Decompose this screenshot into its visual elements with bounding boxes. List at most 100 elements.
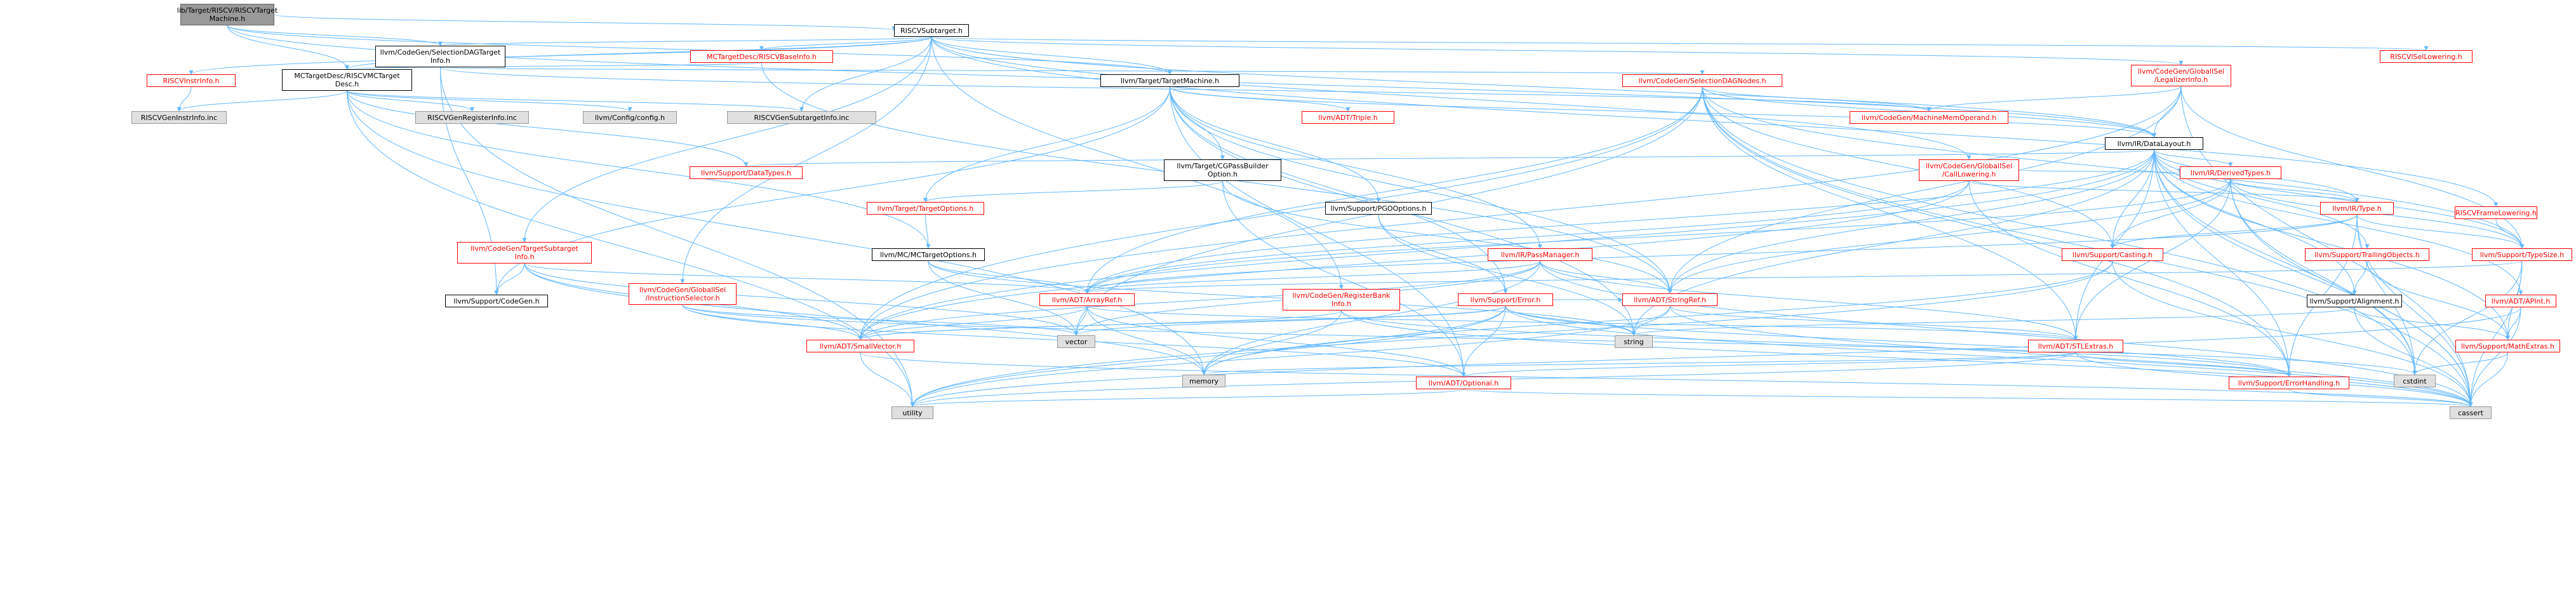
node-data-types[interactable]: llvm/Support/DataTypes.h — [690, 166, 803, 179]
edge-mcdesc-to-config — [347, 90, 632, 112]
edge-legalizer-to-stringref — [1667, 86, 2182, 294]
edge-baseinfo-to-mcdesc — [345, 62, 762, 70]
edge-error-to-errhandling — [1505, 305, 2292, 377]
node-cassert[interactable]: cassert — [2450, 406, 2492, 419]
edge-irtype-to-arrayref — [1084, 214, 2358, 294]
node-gen-register-info-inc[interactable]: RISCVGenRegisterInfo.inc — [415, 111, 529, 124]
edge-tm-to-stringref — [1170, 86, 1672, 294]
node-support-codegen[interactable]: llvm/Support/CodeGen.h — [445, 295, 548, 307]
edge-tgtopts-to-mcopts — [925, 214, 931, 249]
node-riscv-mc-target-desc[interactable]: MCTargetDesc/RISCVMCTarget Desc.h — [282, 69, 412, 91]
node-riscv-instr-info[interactable]: RISCVInstrInfo.h — [147, 74, 236, 87]
edge-datalayout-to-arrayref — [1084, 149, 2154, 294]
node-vector[interactable]: vector — [1057, 335, 1095, 348]
node-utility[interactable]: utility — [891, 406, 933, 419]
edge-calllow-to-errhandling — [1968, 180, 2292, 377]
edge-alignment-to-cassert — [2354, 307, 2473, 407]
node-type-size[interactable]: llvm/Support/TypeSize.h — [2472, 248, 2572, 261]
edge-subtarget-to-datalayout — [931, 36, 2156, 138]
edge-casting-to-utility — [910, 260, 2113, 407]
node-pass-manager[interactable]: llvm/IR/PassManager.h — [1488, 248, 1592, 261]
node-data-layout[interactable]: llvm/IR/DataLayout.h — [2105, 137, 2203, 150]
edge-tm-to-datalayout — [1170, 86, 2156, 138]
edge-legalizer-to-cassert — [2180, 86, 2473, 407]
node-riscv-frame-lowering[interactable]: RISCVFrameLowering.h — [2455, 206, 2537, 219]
edge-mathextras-to-cstdint — [2412, 352, 2508, 375]
edge-tm-to-tgtopts — [923, 86, 1170, 203]
node-cstdint[interactable]: cstdint — [2394, 375, 2436, 387]
edge-sdnodes-to-cassert — [1702, 86, 2473, 407]
node-triple[interactable]: llvm/ADT/Triple.h — [1302, 111, 1394, 124]
edge-smallvec-to-utility — [860, 352, 915, 407]
node-selection-dag-nodes[interactable]: llvm/CodeGen/SelectionDAGNodes.h — [1622, 74, 1782, 87]
node-small-vector[interactable]: llvm/ADT/SmallVector.h — [806, 340, 914, 352]
node-trailing-objects[interactable]: llvm/Support/TrailingObjects.h — [2305, 248, 2429, 261]
node-instruction-selector[interactable]: llvm/CodeGen/GlobalISel /InstructionSele… — [629, 283, 737, 305]
node-alignment[interactable]: llvm/Support/Alignment.h — [2307, 295, 2402, 307]
node-math-extras[interactable]: llvm/Support/MathExtras.h — [2455, 340, 2560, 352]
edge-sdnodes-to-casting — [1702, 86, 2115, 249]
edge-datalayout-to-datatypes — [744, 149, 2154, 167]
edge-typesize-to-cstdint — [2412, 260, 2523, 375]
edge-datalayout-to-typesize — [2154, 149, 2525, 249]
node-string[interactable]: string — [1615, 335, 1653, 348]
node-derived-types[interactable]: llvm/IR/DerivedTypes.h — [2180, 166, 2281, 179]
edge-datalayout-to-stlextras — [2073, 149, 2154, 340]
node-cg-pass-builder-option[interactable]: llvm/Target/CGPassBuilder Option.h — [1164, 159, 1281, 181]
node-config-h[interactable]: llvm/Config/config.h — [583, 111, 677, 124]
edge-optional-to-cassert — [1463, 389, 2473, 407]
edge-alignment-to-string — [1631, 307, 2355, 336]
node-optional[interactable]: llvm/ADT/Optional.h — [1416, 377, 1511, 389]
edge-calllow-to-derived — [2019, 168, 2182, 173]
edge-error-to-vector — [1074, 305, 1506, 336]
edge-sdnodes-to-arrayref — [1084, 86, 1703, 294]
node-riscv-subtarget[interactable]: RISCVSubtarget.h — [894, 24, 969, 37]
node-error-handling[interactable]: llvm/Support/ErrorHandling.h — [2229, 377, 2349, 389]
edge-passmgr-to-stlextras — [1540, 260, 2078, 340]
edge-error-to-utility — [910, 305, 1506, 407]
node-target-machine[interactable]: llvm/Target/TargetMachine.h — [1100, 74, 1239, 87]
node-root-riscv-target-machine[interactable]: lib/Target/RISCV/RISCVTarget Machine.h — [177, 4, 277, 25]
edge-tsinfo-to-memory — [524, 263, 1206, 375]
edge-mcdesc-to-mcopts — [347, 90, 931, 249]
node-error[interactable]: llvm/Support/Error.h — [1458, 293, 1553, 306]
node-machine-mem-operand[interactable]: llvm/CodeGen/MachineMemOperand.h — [1850, 111, 2008, 124]
node-riscv-isel-lowering[interactable]: RISCVISelLowering.h — [2380, 50, 2473, 63]
edge-instsel-to-cstdint — [682, 304, 2417, 375]
edge-mcdesc-to-instrinc — [177, 90, 347, 112]
node-ir-type[interactable]: llvm/IR/Type.h — [2320, 202, 2394, 215]
edge-mcdesc-to-reginc — [347, 90, 474, 112]
edge-calllow-to-arrayref — [1084, 180, 1970, 294]
node-memory[interactable]: memory — [1182, 375, 1225, 387]
edge-subtarget-to-legalizer — [931, 36, 2183, 65]
edges-layer — [177, 14, 2525, 407]
edge-subtarget-to-regbank — [931, 36, 1344, 290]
node-apint[interactable]: llvm/ADT/APInt.h — [2485, 295, 2556, 307]
edge-sdnodes-to-cstdint — [1702, 86, 2417, 375]
node-casting[interactable]: llvm/Support/Casting.h — [2062, 248, 2163, 261]
edge-cgpass-to-optional — [1222, 180, 1466, 377]
node-stl-extras[interactable]: llvm/ADT/STLExtras.h — [2028, 340, 2123, 352]
node-selection-dag-target-info[interactable]: llvm/CodeGen/SelectionDAGTarget Info.h — [375, 46, 505, 67]
edge-apint-to-cassert — [2468, 307, 2521, 407]
node-riscv-base-info[interactable]: MCTargetDesc/RISCVBaseInfo.h — [690, 50, 833, 63]
edge-datalayout-to-casting — [2110, 149, 2154, 249]
node-call-lowering[interactable]: llvm/CodeGen/GlobalISel /CallLowering.h — [1919, 159, 2019, 181]
edge-mcdesc-to-subinc — [347, 90, 804, 112]
node-gen-subtarget-info-inc[interactable]: RISCVGenSubtargetInfo.inc — [727, 111, 876, 124]
node-register-bank-info[interactable]: llvm/CodeGen/RegisterBank Info.h — [1283, 289, 1400, 311]
node-gen-instr-info-inc[interactable]: RISCVGenInstrInfo.inc — [131, 111, 227, 124]
edge-arrayref-to-optional — [1086, 305, 1466, 377]
node-string-ref[interactable]: llvm/ADT/StringRef.h — [1622, 293, 1718, 306]
node-target-options[interactable]: llvm/Target/TargetOptions.h — [867, 202, 984, 215]
node-legalizer-info[interactable]: llvm/CodeGen/GlobalISel /LegalizerInfo.h — [2131, 65, 2231, 86]
edge-mcopts-to-arrayref — [928, 260, 1090, 294]
node-target-subtarget-info[interactable]: llvm/CodeGen/TargetSubtarget Info.h — [457, 242, 592, 264]
edge-derived-to-irtype — [2230, 178, 2359, 203]
edge-framelow-to-typesize — [2495, 218, 2525, 249]
node-array-ref[interactable]: llvm/ADT/ArrayRef.h — [1039, 293, 1135, 306]
node-mc-target-options[interactable]: llvm/MC/MCTargetOptions.h — [872, 248, 985, 261]
edge-root-to-seldag — [227, 25, 443, 46]
node-pgo-options[interactable]: llvm/Support/PGOOptions.h — [1325, 202, 1432, 215]
